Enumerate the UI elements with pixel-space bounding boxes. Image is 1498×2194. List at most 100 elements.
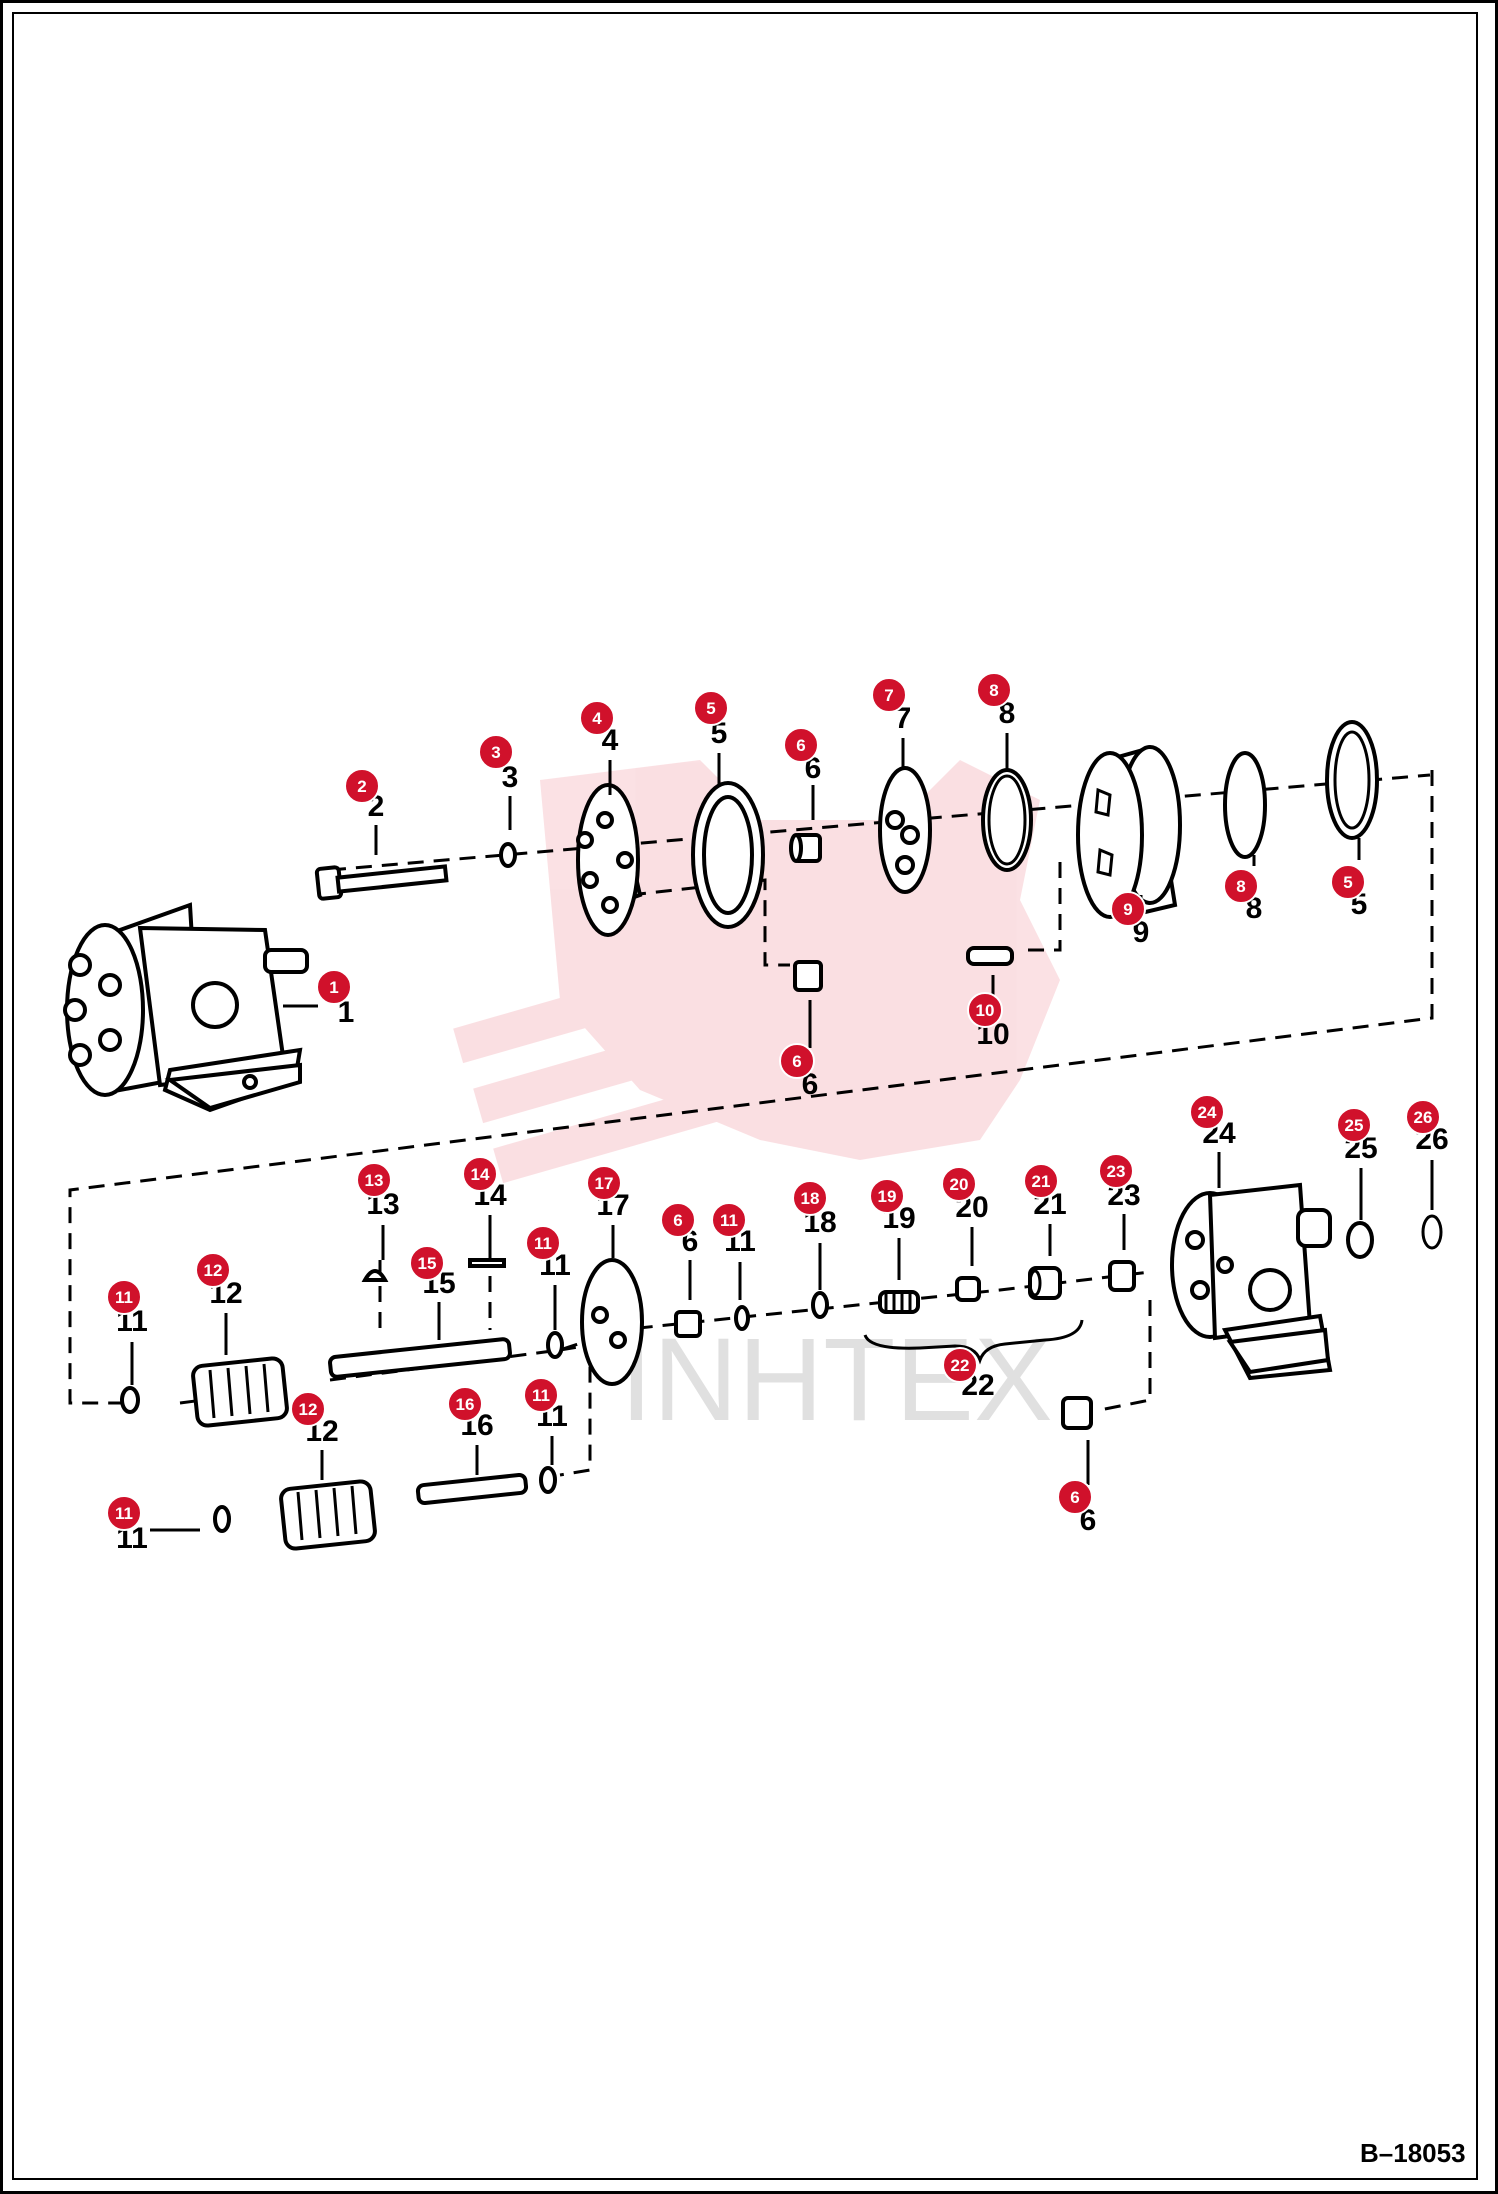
- callout-badge[interactable]: [942, 1347, 978, 1383]
- callout-badge-number: 16: [456, 1395, 475, 1414]
- callout-badge[interactable]: [941, 1166, 977, 1202]
- callout-badge[interactable]: [290, 1391, 326, 1427]
- callout-badge-number: 11: [534, 1234, 552, 1253]
- callout-4: 44: [579, 700, 619, 757]
- callout-1: 11: [316, 969, 354, 1029]
- back-plate: [580, 1258, 644, 1386]
- callout-badge[interactable]: [356, 1162, 392, 1198]
- callout-badge[interactable]: [1405, 1099, 1441, 1135]
- callout-badge[interactable]: [316, 969, 352, 1005]
- watermark-logo: [453, 760, 1060, 1184]
- retaining-ring-4: [539, 1466, 557, 1494]
- callout-badge[interactable]: [871, 677, 907, 713]
- callout-badge[interactable]: [1330, 864, 1366, 900]
- callout-badge[interactable]: [462, 1156, 498, 1192]
- roll-pin: [468, 1258, 506, 1268]
- callout-badge[interactable]: [1336, 1107, 1372, 1143]
- dowel-pin: [966, 946, 1014, 966]
- bolt: [314, 864, 449, 901]
- callout-badge[interactable]: [967, 992, 1003, 1028]
- callout-badge[interactable]: [1023, 1163, 1059, 1199]
- callout-badge-number: 13: [365, 1171, 384, 1190]
- diagram-border: [12, 12, 1478, 2180]
- lip-seal: [1346, 1221, 1374, 1259]
- callout-badge[interactable]: [409, 1245, 445, 1281]
- retaining-ring-2: [734, 1305, 750, 1331]
- callout-badge[interactable]: [976, 672, 1012, 708]
- callout-badge[interactable]: [660, 1202, 696, 1238]
- callout-6: 66: [783, 727, 821, 785]
- callout-badge-number: 11: [720, 1211, 738, 1230]
- callout-badge[interactable]: [447, 1386, 483, 1422]
- callout-badge[interactable]: [869, 1178, 905, 1214]
- callout-badge[interactable]: [779, 1043, 815, 1079]
- callout-5: 55: [1330, 864, 1367, 921]
- callout-badge[interactable]: [106, 1279, 142, 1315]
- callout-badge[interactable]: [693, 690, 729, 726]
- callout-badge-number: 11: [115, 1504, 133, 1523]
- relief-valve-bracket: [863, 1319, 1084, 1365]
- callout-badge-number: 20: [950, 1175, 969, 1194]
- callout-6: 66: [779, 1043, 818, 1101]
- callout-badge[interactable]: [711, 1202, 747, 1238]
- callout-badge[interactable]: [478, 734, 514, 770]
- callout-badge-number: 4: [592, 709, 602, 728]
- callout-badge-number: 6: [673, 1211, 682, 1230]
- end-plate: [576, 783, 643, 937]
- callout-badge[interactable]: [106, 1495, 142, 1531]
- callout-badge[interactable]: [344, 768, 380, 804]
- callout-badge[interactable]: [1110, 891, 1146, 927]
- part-number-label: 3: [502, 761, 519, 794]
- callout-badge[interactable]: [525, 1225, 561, 1261]
- callout-badge[interactable]: [1223, 868, 1259, 904]
- callout-2: 22: [344, 768, 384, 823]
- callout-badge-number: 26: [1414, 1108, 1433, 1127]
- bushing-lower: [793, 960, 823, 992]
- callout-badge-number: 21: [1032, 1172, 1051, 1191]
- callout-badge[interactable]: [1189, 1094, 1225, 1130]
- idler-shaft: [415, 1472, 529, 1506]
- callout-badge-number: 6: [1070, 1488, 1079, 1507]
- callout-badge-number: 17: [595, 1174, 614, 1193]
- reference-code: B–18053: [1360, 2138, 1466, 2168]
- callout-badge-number: 12: [204, 1261, 223, 1280]
- callout-badge[interactable]: [783, 727, 819, 763]
- callout-badge-number: 15: [418, 1254, 437, 1273]
- callout-badge[interactable]: [579, 700, 615, 736]
- callout-badge[interactable]: [195, 1252, 231, 1288]
- callout-badge[interactable]: [1057, 1479, 1093, 1515]
- callout-badge-number: 6: [792, 1052, 801, 1071]
- callout-badge[interactable]: [586, 1165, 622, 1201]
- callout-badge-number: 23: [1107, 1162, 1126, 1181]
- callout-badge-number: 3: [491, 743, 500, 762]
- callout-badge[interactable]: [792, 1180, 828, 1216]
- callout-badge-number: 9: [1123, 900, 1132, 919]
- bushing-row2: [674, 1310, 702, 1338]
- snap-ring: [1421, 1214, 1443, 1250]
- callout-badge[interactable]: [1098, 1153, 1134, 1189]
- callout-badge-number: 14: [471, 1165, 490, 1184]
- mounting-housing: [1170, 1182, 1333, 1381]
- callout-badge-number: 8: [1236, 877, 1245, 896]
- retaining-ring: [546, 1331, 564, 1359]
- callout-badge[interactable]: [523, 1377, 559, 1413]
- callout-badge-number: 11: [115, 1288, 133, 1307]
- relief-poppet: [955, 1276, 981, 1302]
- retaining-ring-3: [120, 1386, 140, 1414]
- relief-spring: [878, 1290, 920, 1314]
- callout-6: 66: [660, 1202, 698, 1258]
- seal-ring: [691, 781, 765, 929]
- callout-badge-number: 24: [1198, 1103, 1217, 1122]
